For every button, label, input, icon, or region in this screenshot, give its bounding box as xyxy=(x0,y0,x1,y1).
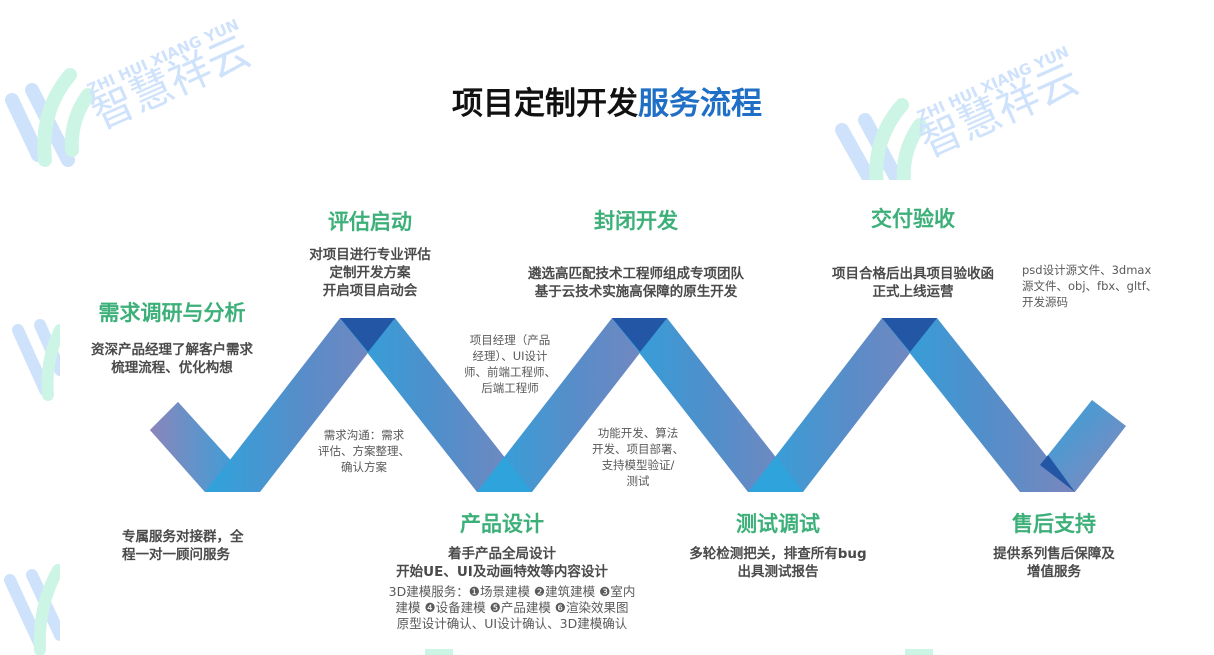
ribbon-fold-top-2 xyxy=(612,318,667,352)
note-deliverables: psd设计源文件、3dmax 源文件、obj、fbx、gltf、 开发源码 xyxy=(1022,262,1202,310)
ribbon-segment-up-1 xyxy=(205,318,395,492)
note-line: 3D建模服务：❶场景建模 ❷建筑建模 ❸室内 xyxy=(388,584,636,599)
step-heading-assessment: 评估启动 xyxy=(328,210,412,234)
note-line: 支持模型验证/ xyxy=(601,458,675,472)
title-part-1: 项目定制开发 xyxy=(452,86,638,122)
step-heading-delivery: 交付验收 xyxy=(871,207,955,231)
note-line: 需求沟通：需求 xyxy=(323,428,405,442)
ribbon-fold-bottom-2 xyxy=(748,457,803,492)
note-line: psd设计源文件、3dmax xyxy=(1022,263,1152,277)
step-desc-assessment: 对项目进行专业评估 定制开发方案 开启项目启动会 xyxy=(290,246,450,300)
note-line: 开发、项目部署、 xyxy=(592,442,684,456)
desc-line: 开始UE、UI及动画特效等内容设计 xyxy=(396,564,608,580)
page-title: 项目定制开发服务流程 xyxy=(0,78,1214,123)
note-line: 原型设计确认、UI设计确认、3D建模确认 xyxy=(396,616,628,631)
desc-line: 梳理流程、优化构想 xyxy=(111,360,233,376)
desc-line: 遴选高匹配技术工程师组成专项团队 xyxy=(528,266,744,282)
desc-line: 对项目进行专业评估 xyxy=(309,247,431,263)
step-heading-product-design: 产品设计 xyxy=(460,512,544,536)
ribbon-segment-up-2 xyxy=(477,318,667,492)
note-dedicated-service: 专属服务对接群，全 程一对一顾问服务 xyxy=(122,528,292,564)
step-heading-closed-development: 封闭开发 xyxy=(594,209,678,233)
note-line: 项目经理（产品 xyxy=(469,333,551,347)
ribbon-segment-up-3 xyxy=(748,318,937,492)
ribbon-segment-down-1 xyxy=(340,318,532,492)
desc-line: 正式上线运营 xyxy=(872,284,954,300)
ribbon-segment-down-3 xyxy=(882,318,1075,492)
note-requirement-communication: 需求沟通：需求 评估、方案整理、 确认方案 xyxy=(304,427,424,475)
note-line: 源文件、obj、fbx、gltf、 xyxy=(1022,279,1158,293)
note-line: 确认方案 xyxy=(341,460,387,474)
note-line: 程一对一顾问服务 xyxy=(122,547,230,563)
note-line: 建模 ❹设备建模 ❺产品建模 ❻渲染效果图 xyxy=(395,600,629,615)
step-desc-testing: 多轮检测把关，排查所有bug 出具测试报告 xyxy=(668,545,888,581)
note-development-tasks: 功能开发、算法 开发、项目部署、 支持模型验证/ 测试 xyxy=(578,425,698,489)
note-line: 功能开发、算法 xyxy=(597,426,679,440)
step-desc-closed-development: 遴选高匹配技术工程师组成专项团队 基于云技术实施高保障的原生开发 xyxy=(506,265,766,301)
desc-line: 着手产品全局设计 xyxy=(448,546,556,562)
desc-line: 资深产品经理了解客户需求 xyxy=(91,342,253,358)
note-line: 专属服务对接群，全 xyxy=(122,529,244,545)
desc-line: 基于云技术实施高保障的原生开发 xyxy=(534,284,738,300)
desc-line: 开启项目启动会 xyxy=(322,283,418,299)
note-modeling-services: 3D建模服务：❶场景建模 ❷建筑建模 ❸室内 建模 ❹设备建模 ❺产品建模 ❻渲… xyxy=(362,584,662,632)
ribbon-fold-start xyxy=(205,465,235,492)
desc-line: 出具测试报告 xyxy=(737,564,819,580)
step-desc-after-sales: 提供系列售后保障及 增值服务 xyxy=(974,545,1134,581)
note-line: 师、前端工程师、 xyxy=(464,365,556,379)
desc-line: 定制开发方案 xyxy=(329,265,411,281)
note-team-roles: 项目经理（产品 经理）、UI设计 师、前端工程师、 后端工程师 xyxy=(450,332,570,396)
note-line: 测试 xyxy=(626,474,650,488)
title-part-2: 服务流程 xyxy=(638,86,762,122)
step-desc-delivery: 项目合格后出具项目验收函 正式上线运营 xyxy=(813,265,1013,301)
ribbon-fold-top-3 xyxy=(882,318,937,352)
step-desc-requirements: 资深产品经理了解客户需求 梳理流程、优化构想 xyxy=(72,341,272,377)
ribbon-fold-end xyxy=(1040,455,1075,492)
step-desc-product-design: 着手产品全局设计 开始UE、UI及动画特效等内容设计 xyxy=(372,545,632,581)
desc-line: 多轮检测把关，排查所有bug xyxy=(689,546,867,562)
step-heading-requirements: 需求调研与分析 xyxy=(98,301,246,325)
step-heading-testing: 测试调试 xyxy=(736,512,820,536)
step-heading-after-sales: 售后支持 xyxy=(1012,512,1096,536)
desc-line: 项目合格后出具项目验收函 xyxy=(832,266,994,282)
note-line: 开发源码 xyxy=(1022,295,1068,309)
note-line: 评估、方案整理、 xyxy=(318,444,410,458)
desc-line: 增值服务 xyxy=(1027,564,1081,580)
note-line: 后端工程师 xyxy=(481,381,539,395)
ribbon-fold-bottom-1 xyxy=(477,457,532,492)
ribbon-fold-top-1 xyxy=(340,318,395,352)
note-line: 经理）、UI设计 xyxy=(472,349,548,363)
desc-line: 提供系列售后保障及 xyxy=(993,546,1115,562)
ribbon-segment-down-2 xyxy=(612,318,803,492)
ribbon-segment-end xyxy=(1040,400,1126,492)
